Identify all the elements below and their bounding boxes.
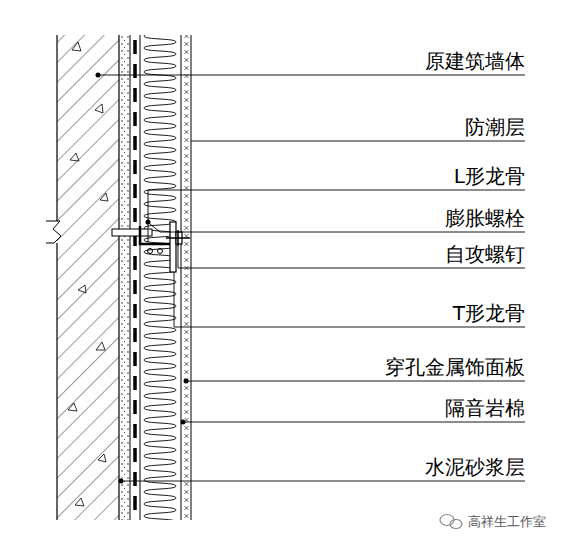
watermark: 高祥生工作室 [468,513,546,531]
bolt-label: 膨胀螺栓 [445,206,525,230]
panel-label: 穿孔金属饰面板 [385,355,525,379]
l-keel-label: L形龙骨 [454,164,525,188]
rockwool-label: 隔音岩棉 [445,396,525,420]
wall-label: 原建筑墙体 [425,49,525,73]
moisture-layer-label: 防潮层 [465,115,525,139]
t-keel-label: T形龙骨 [453,301,525,325]
screw-label: 自攻螺钉 [445,242,525,266]
mortar-label: 水泥砂浆层 [425,455,525,479]
